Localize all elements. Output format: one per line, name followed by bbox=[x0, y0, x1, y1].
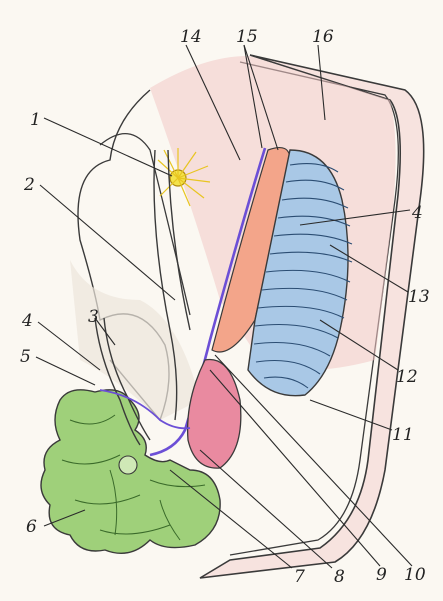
label-4-right: 4 bbox=[411, 203, 423, 223]
label-4-left: 4 bbox=[21, 311, 33, 331]
label-9: 9 bbox=[376, 565, 387, 585]
label-7: 7 bbox=[294, 567, 305, 587]
label-10: 10 bbox=[404, 565, 426, 585]
label-13: 13 bbox=[408, 287, 430, 307]
label-15: 15 bbox=[236, 27, 258, 47]
heart bbox=[188, 360, 241, 469]
label-2: 2 bbox=[23, 175, 35, 195]
label-8: 8 bbox=[334, 567, 345, 587]
label-6: 6 bbox=[26, 517, 37, 537]
label-14: 14 bbox=[180, 27, 202, 47]
label-5: 5 bbox=[20, 347, 31, 367]
label-1: 1 bbox=[30, 110, 41, 130]
label-11: 11 bbox=[392, 425, 414, 445]
label-16: 16 bbox=[312, 27, 334, 47]
label-3: 3 bbox=[88, 307, 99, 327]
label-12: 12 bbox=[396, 367, 418, 387]
